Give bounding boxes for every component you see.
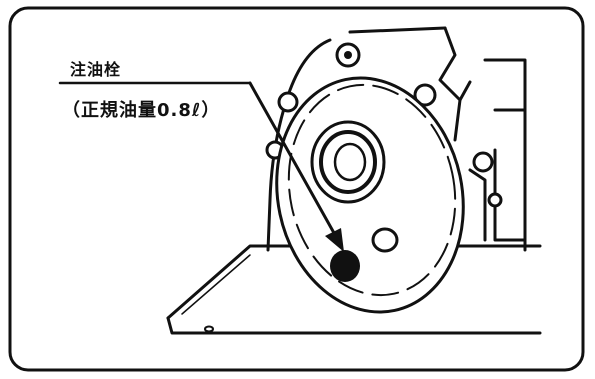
- bolt-right-top: [413, 83, 437, 107]
- callout-leader: [58, 81, 344, 252]
- housing-bolts: [265, 42, 503, 208]
- cover-screw: [371, 227, 399, 253]
- leader-arrowhead: [325, 228, 344, 252]
- bolt-lower-right: [487, 192, 503, 208]
- shaft-hole: [333, 142, 367, 182]
- shaft-boss-inner: [319, 130, 377, 194]
- bolt-right-mid: [472, 151, 494, 173]
- cover-rim: [287, 83, 457, 297]
- gear-cover: [275, 76, 465, 314]
- shaft-boss-outer: [310, 120, 386, 204]
- base-hole: [204, 325, 214, 333]
- oil-capacity-note: （正規油量0.8ℓ）: [62, 100, 221, 121]
- oil-plug: [330, 250, 360, 282]
- bolt-left: [277, 91, 299, 113]
- diagram-frame: [8, 6, 585, 372]
- oil-plug-label: 注油栓: [70, 60, 122, 79]
